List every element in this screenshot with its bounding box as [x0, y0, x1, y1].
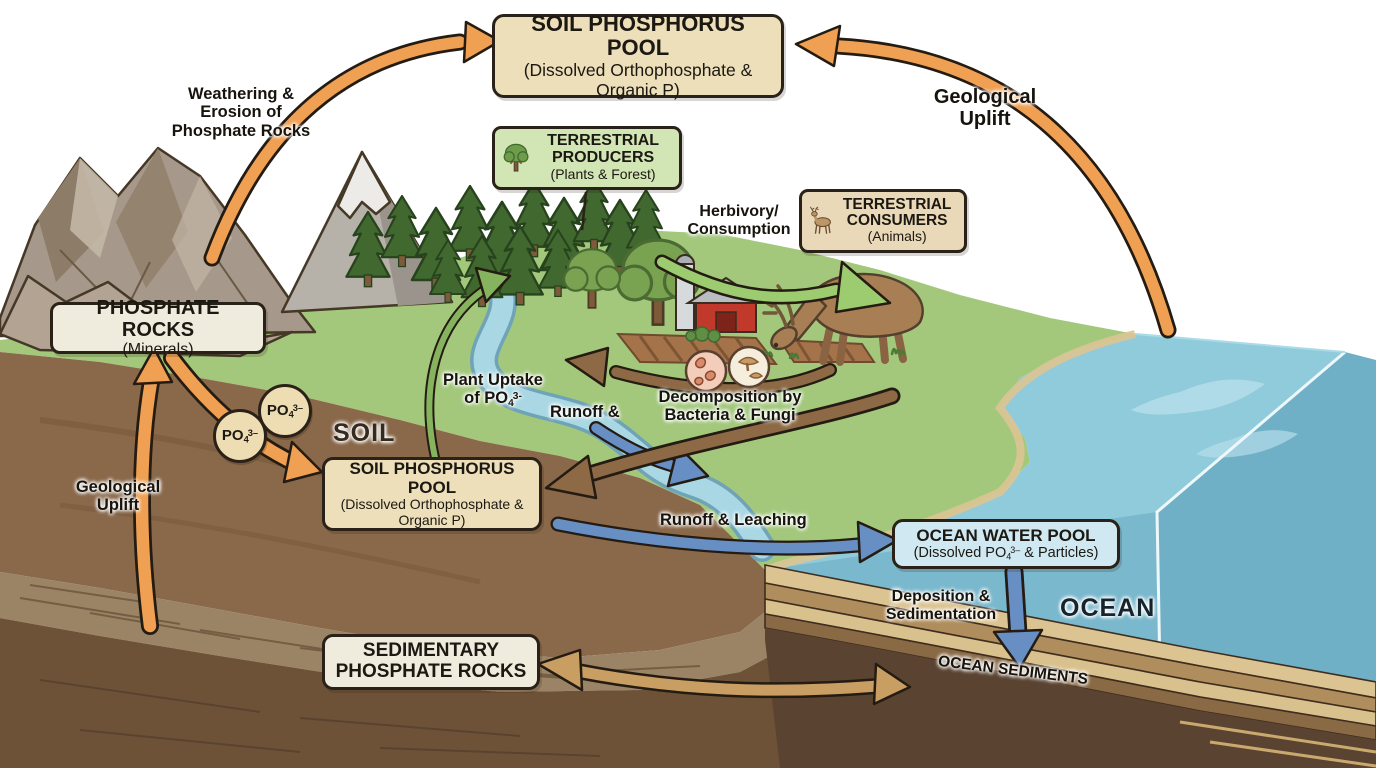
box-title: SEDIMENTARY PHOSPHATE ROCKS	[335, 640, 527, 682]
box-subtitle: (Dissolved Orthophosphate & Organic P)	[340, 496, 524, 529]
weathering-arrow	[203, 20, 502, 267]
decomposition-label: Decomposition by Bacteria & Fungi	[658, 388, 802, 425]
soil-phosphorus-pool-top-box: SOIL PHOSPHORUS POOL (Dissolved Orthopho…	[492, 10, 784, 100]
geological-uplift-right-label: Geological Uplift	[933, 86, 1037, 131]
geological-uplift-right-arrow	[794, 24, 1177, 339]
box-title: SOIL PHOSPHORUS POOL	[531, 10, 745, 61]
runoff-leaching-arrow	[550, 516, 900, 564]
ocean-sediments-illustration	[764, 564, 1376, 768]
po4-molecule-badge: PO43–	[213, 409, 267, 463]
deposition-sedimentation-label: Deposition & Sedimentation	[885, 588, 997, 623]
box-title: TERRESTRIAL CONSUMERS	[842, 195, 952, 230]
sedimentary-phosphate-rocks-box: SEDIMENTARY PHOSPHATE ROCKS	[322, 634, 540, 690]
box-subtitle: (Plants & Forest)	[550, 165, 656, 182]
consumers-to-decomposers-arrow	[564, 346, 837, 397]
plant-uptake-label: Plant Uptake of PO43-	[443, 371, 543, 410]
ocean-water-pool-box: OCEAN WATER POOL (Dissolved PO43– & Part…	[892, 519, 1120, 569]
tree-icon	[503, 143, 529, 172]
runoff-leaching-label: Runoff & Leaching	[660, 511, 807, 529]
geological-uplift-left-label: Geological Uplift	[75, 478, 161, 515]
sediment-exchange-arrow	[536, 648, 912, 706]
plant-uptake-arrow	[424, 266, 512, 467]
geological-uplift-left-arrow	[132, 346, 174, 635]
fungi-icon	[727, 345, 771, 389]
box-subtitle: (Dissolved PO43– & Particles)	[913, 545, 1099, 562]
box-subtitle: (Dissolved Orthophosphate & Organic P)	[523, 60, 753, 100]
box-title: SOIL PHOSPHORUS POOL	[349, 459, 515, 498]
herbivory-arrow	[654, 254, 892, 314]
box-title: PHOSPHATE ROCKS	[96, 296, 220, 342]
decomposition-to-soilpool-arrow	[544, 387, 901, 500]
soil-phosphorus-pool-mid-box: SOIL PHOSPHORUS POOL (Dissolved Orthopho…	[322, 457, 542, 531]
box-title: TERRESTRIAL PRODUCERS	[547, 132, 660, 167]
flow-arrows	[132, 20, 1177, 706]
herbivory-consumption-label: Herbivory/ Consumption	[687, 203, 791, 238]
producers-pointer-line	[580, 191, 588, 231]
soil-label: SOIL	[333, 419, 396, 447]
deposition-arrow	[992, 562, 1044, 670]
box-subtitle: (Animals)	[867, 228, 927, 245]
po4-molecule-badge: PO43–	[258, 384, 312, 438]
ocean-label: OCEAN	[1060, 594, 1156, 622]
weathering-erosion-label: Weathering & Erosion of Phosphate Rocks	[171, 85, 311, 140]
runoff-label: Runoff &	[550, 403, 620, 421]
bacteria-icon	[684, 349, 728, 393]
box-subtitle: (Minerals)	[122, 341, 194, 359]
terrestrial-consumers-box: TERRESTRIAL CONSUMERS (Animals)	[799, 189, 967, 253]
deer-icon	[810, 206, 831, 234]
box-title: OCEAN WATER POOL	[916, 526, 1096, 546]
terrestrial-producers-box: TERRESTRIAL PRODUCERS (Plants & Forest)	[492, 126, 682, 190]
phosphate-rocks-box: PHOSPHATE ROCKS (Minerals)	[50, 297, 266, 358]
